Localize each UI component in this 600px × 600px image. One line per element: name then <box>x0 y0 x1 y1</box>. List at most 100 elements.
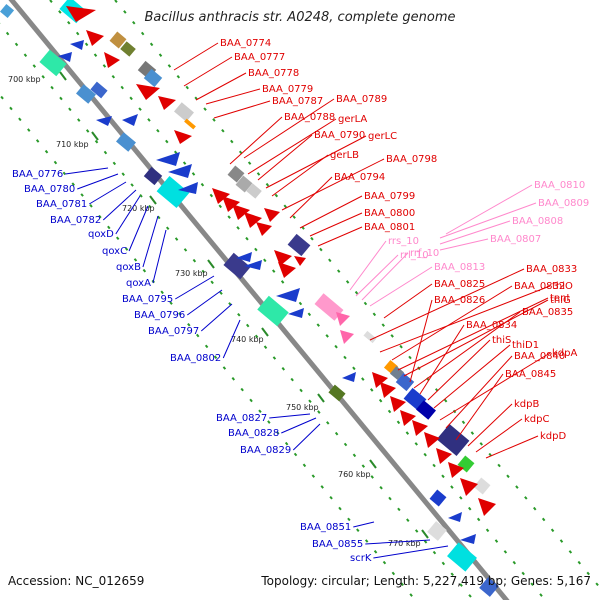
gene-leader-line <box>205 88 261 105</box>
gene-label: BAA_0781 <box>36 199 87 210</box>
gene-label: BAA_0801 <box>364 222 415 233</box>
feature-block <box>143 68 163 88</box>
gene-label: BAA_0835 <box>522 307 573 318</box>
gene-label: BAA_0828 <box>228 428 279 439</box>
feature-block <box>223 252 251 280</box>
feature-block <box>363 330 377 344</box>
gene-leader-line <box>265 135 367 189</box>
gene-label: BAA_0780 <box>24 184 75 195</box>
gene-arrow <box>288 308 304 318</box>
gene-arrow <box>244 212 262 228</box>
gene-arrow <box>424 432 440 448</box>
gene-label: BAA_0782 <box>50 215 101 226</box>
gene-leader-line <box>247 118 337 175</box>
gene-leader-line <box>200 303 233 332</box>
gene-leader-line <box>427 339 491 401</box>
gene-arrow <box>178 182 198 194</box>
accession-text: Accession: NC_012659 <box>8 574 145 588</box>
rna-label: BAA_0813 <box>434 262 485 273</box>
gene-label: kdpB <box>514 399 539 410</box>
gene-arrow <box>412 420 428 436</box>
gene-label: BAA_0777 <box>234 52 285 63</box>
gene-leader-line <box>439 352 551 421</box>
gene-arrow <box>256 222 272 236</box>
gene-arrow <box>70 40 84 50</box>
gene-leader-line <box>142 215 159 268</box>
feature-block <box>227 165 245 183</box>
gene-leader-line <box>391 285 513 361</box>
feature-block <box>246 183 262 199</box>
rna-leader-line <box>439 202 537 239</box>
gene-arrow <box>342 372 356 382</box>
tick-770: 770 kbp <box>388 529 429 548</box>
gene-leader-line <box>373 545 449 559</box>
gene-label: BAA_0840 <box>514 351 565 362</box>
rna-leader-line <box>439 238 489 251</box>
tick-label: 710 kbp <box>56 140 89 149</box>
gene-label: BAA_0795 <box>122 294 173 305</box>
gene-label: BAA_0833 <box>526 264 577 275</box>
gene-leader-line <box>175 275 215 300</box>
gene-leader-line <box>292 423 321 451</box>
feature-block <box>328 384 346 402</box>
label-connectors <box>65 42 551 559</box>
gene-label: BAA_0851 <box>300 522 351 533</box>
rna-leader-line <box>439 220 511 245</box>
gene-label: scrK <box>350 553 372 564</box>
feature-block <box>479 577 499 597</box>
gene-leader-line <box>317 226 363 247</box>
gene-label: BAA_0778 <box>248 68 299 79</box>
gene-label: BAA_0829 <box>240 445 291 456</box>
rna-label: BAA_0810 <box>534 180 585 191</box>
gene-label: BAA_0774 <box>220 38 271 49</box>
gene-arrow <box>96 116 112 126</box>
tick-label: 750 kbp <box>286 403 319 412</box>
gene-leader-line <box>186 289 223 316</box>
gene-label: BAA_0794 <box>334 172 385 183</box>
rna-feature <box>314 293 344 321</box>
gene-arrow <box>436 448 452 464</box>
gene-leader-line <box>309 212 363 237</box>
genome-summary: Topology: circular; Length: 5,227,419 bp… <box>261 574 591 588</box>
gene-leader-line <box>271 154 329 197</box>
gene-leader-line <box>183 56 233 87</box>
gene-leader-line <box>229 116 283 165</box>
feature-block <box>143 166 163 186</box>
feature-block <box>39 49 67 77</box>
gene-label: BAA_0779 <box>262 84 313 95</box>
gene-leader-line <box>455 373 504 441</box>
gene-arrow <box>232 204 250 220</box>
tick-label: 740 kbp <box>231 335 264 344</box>
feature-block <box>447 542 477 572</box>
gene-arrow <box>276 288 300 302</box>
gene-leader-line <box>77 173 119 190</box>
gene-leader-line <box>409 299 433 383</box>
gene-label: BAA_0776 <box>12 169 63 180</box>
gene-leader-line <box>102 189 137 221</box>
gene-leader-line <box>243 98 335 159</box>
gene-label: thiG <box>550 295 571 306</box>
rna-leader-line <box>355 254 399 297</box>
gene-arrow <box>294 256 306 266</box>
gene-label: BAA_0790 <box>314 130 365 141</box>
gene-arrow <box>222 196 240 212</box>
gene-label: BAA_0789 <box>336 94 387 105</box>
feature-block <box>429 489 447 507</box>
gene-leader-line <box>257 134 313 181</box>
gene-arrow <box>460 478 478 496</box>
rna-label: BAA_0808 <box>512 216 563 227</box>
gene-leader-line <box>128 205 149 252</box>
tick-label: 760 kbp <box>338 470 371 479</box>
rna-leader-line <box>361 252 409 301</box>
gene-arrow <box>236 252 252 262</box>
gene-label: kdpD <box>540 431 566 442</box>
tick-740: 740 kbp <box>231 327 269 344</box>
gene-label: qoxC <box>102 246 127 257</box>
gene-label: kdpA <box>552 348 577 359</box>
gene-leader-line <box>475 418 523 453</box>
gene-label: BAA_0832 <box>514 281 565 292</box>
gene-arrow <box>212 188 230 204</box>
gene-label: qoxD <box>88 229 114 240</box>
gene-arrow <box>478 498 496 516</box>
